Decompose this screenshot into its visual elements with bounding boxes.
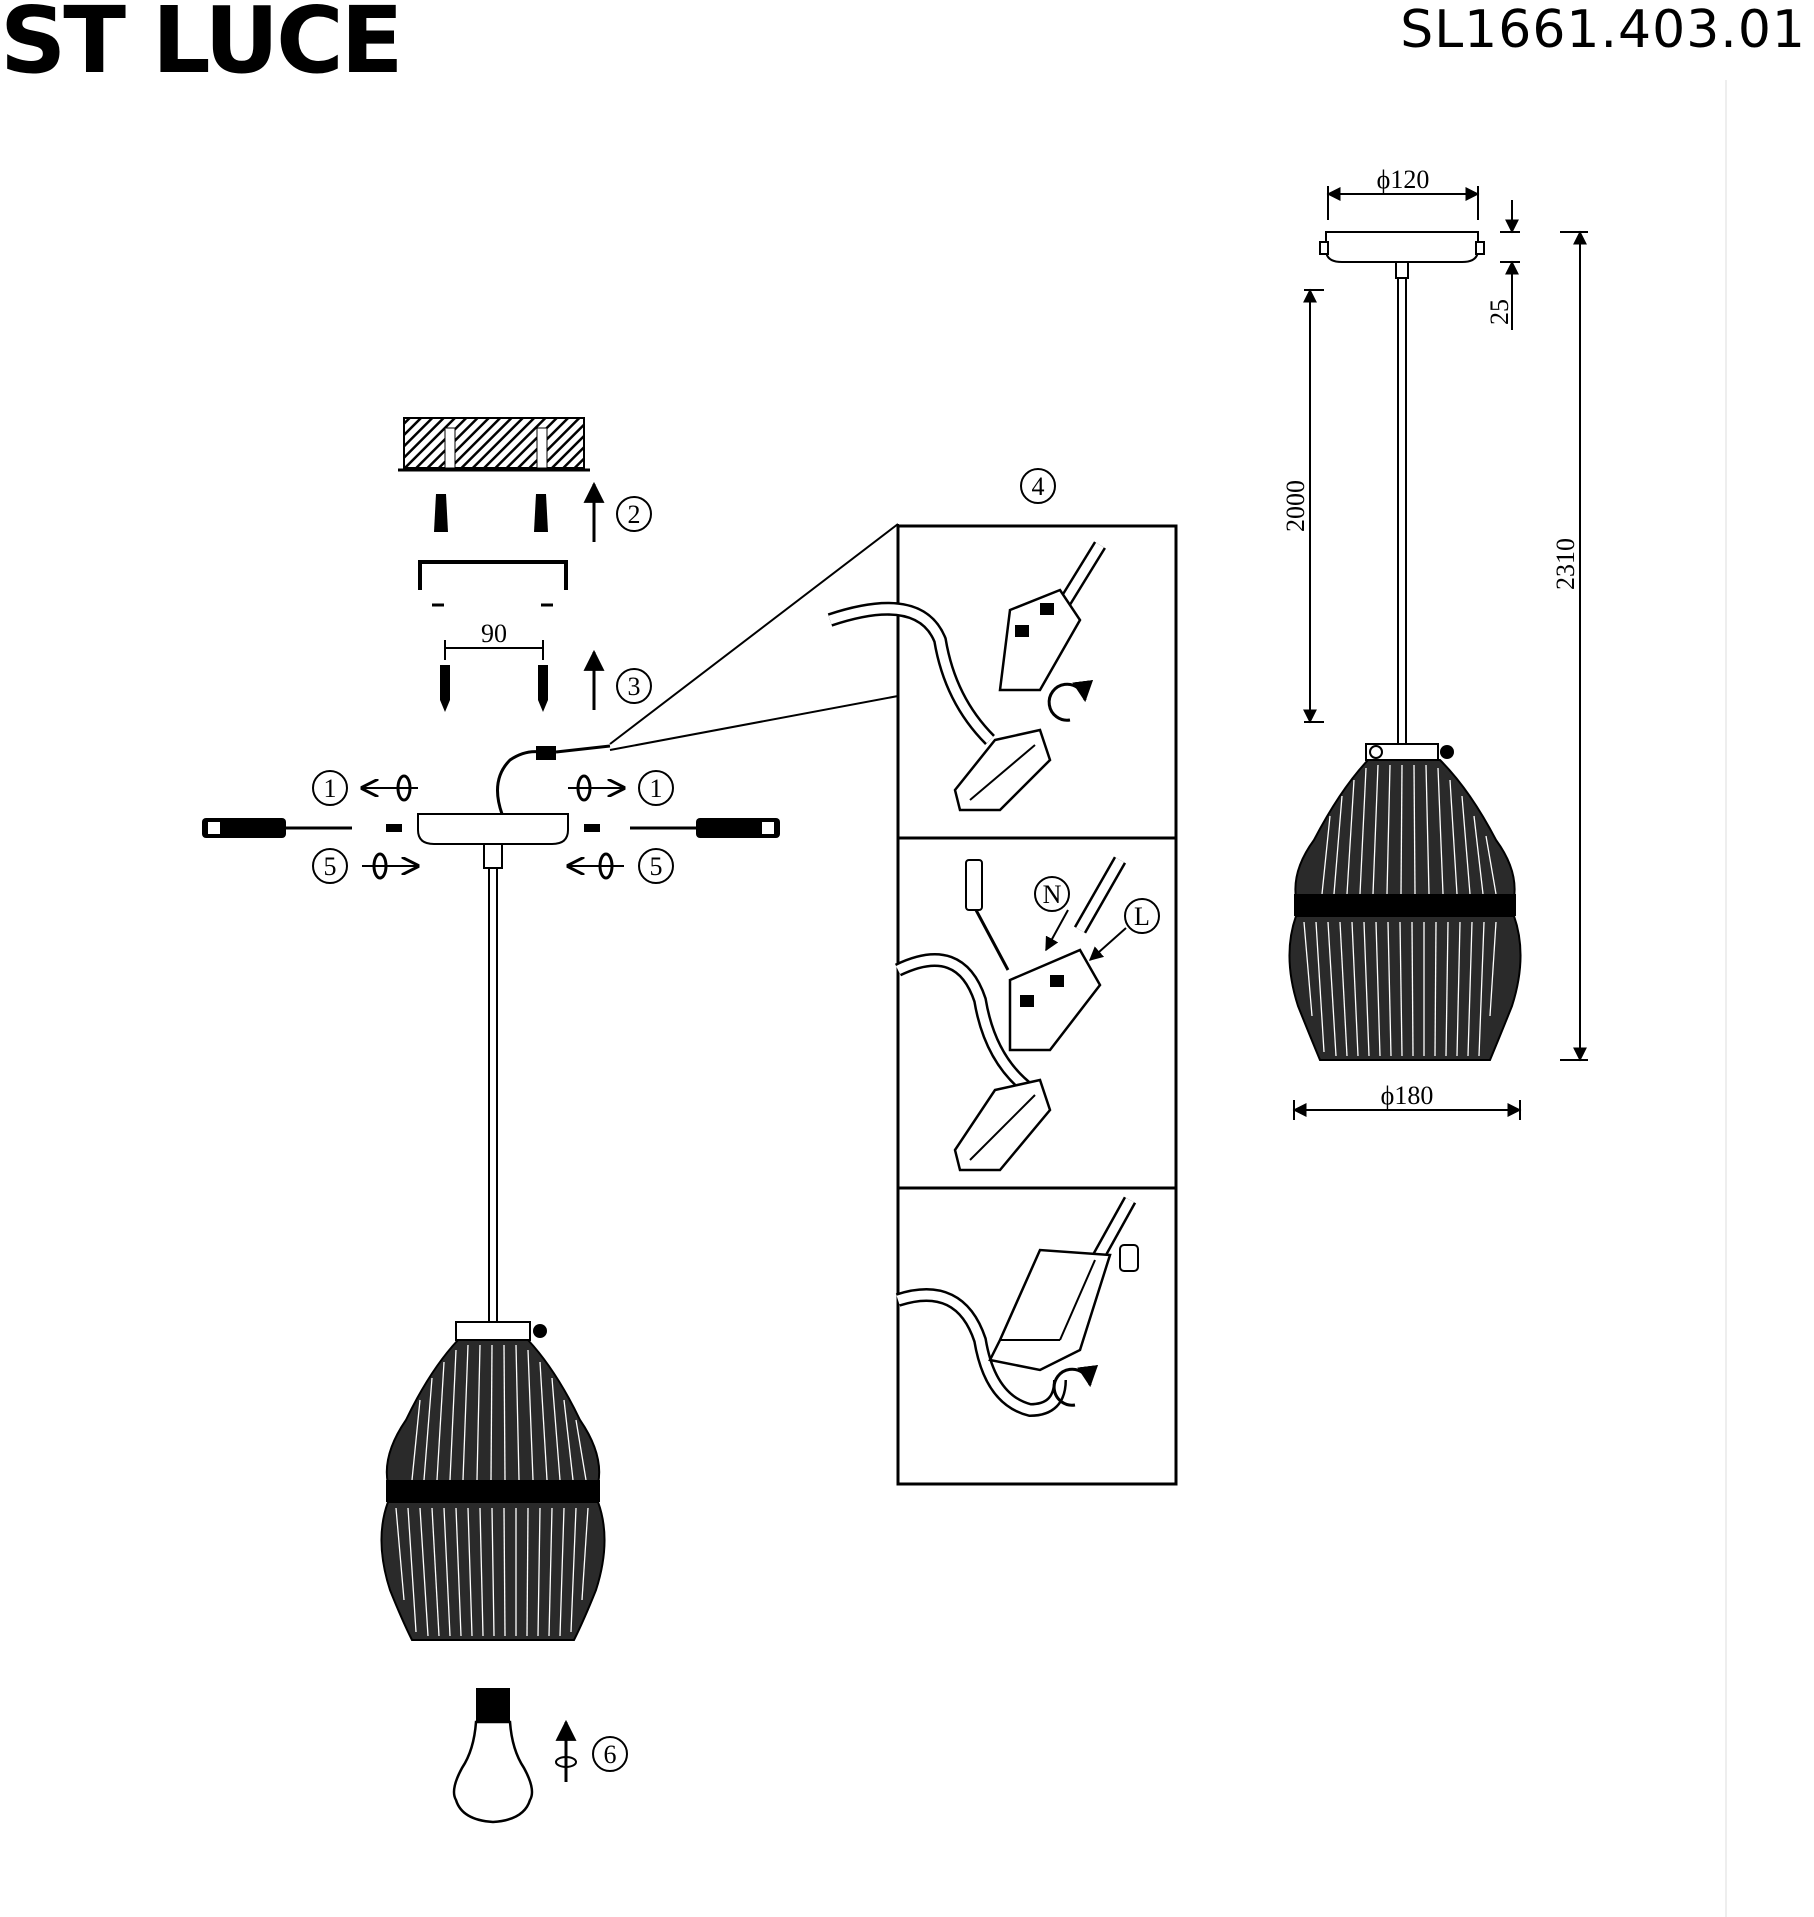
svg-text:6: 6 (604, 1740, 617, 1769)
canopy-side-view (1319, 231, 1485, 279)
step-2-marker: 2 (616, 496, 652, 532)
terminal-connector (536, 744, 611, 760)
model-number: SL1661.403.01 (1400, 0, 1806, 60)
light-bulb-icon (452, 1688, 534, 1824)
rotate-arrow-icon (1047, 679, 1094, 722)
canopy-height-dimension: 25 (1485, 200, 1520, 330)
total-height-dimension: 2310 (1551, 230, 1588, 1062)
screwdriver-small-icon (965, 859, 1010, 971)
set-screw-icon (386, 824, 402, 832)
connector-open-illustration (827, 541, 1106, 812)
svg-text:1: 1 (650, 774, 663, 803)
detail-callout-lines (609, 523, 899, 751)
pendant-cord-side-view (1397, 278, 1407, 744)
mounting-bracket (418, 560, 568, 607)
svg-text:2000: 2000 (1281, 480, 1310, 532)
svg-text:3: 3 (628, 672, 641, 701)
live-label: L (1088, 898, 1160, 961)
cord-length-dimension: 2000 (1281, 288, 1324, 724)
step-1-marker-right: 1 (638, 770, 674, 806)
tighten-arrow-icon (362, 852, 418, 880)
loosen-arrow-icon (568, 774, 624, 802)
wall-plug-icon (434, 494, 548, 532)
step-4-marker: 4 (1020, 468, 1056, 504)
svg-text:25: 25 (1485, 299, 1514, 325)
set-screw-icon (584, 824, 600, 832)
connector-wiring-illustration (894, 856, 1127, 1172)
svg-text:90: 90 (481, 619, 507, 648)
step-1-marker-left: 1 (312, 770, 348, 806)
svg-text:ϕ180: ϕ180 (1381, 1081, 1434, 1110)
mount-spacing-dimension: 90 (444, 619, 544, 660)
svg-text:2310: 2310 (1551, 538, 1580, 590)
screwdriver-right-icon (630, 818, 780, 838)
wiring-detail-panel (896, 524, 1178, 1486)
svg-text:5: 5 (324, 852, 337, 881)
neutral-label: N (1034, 876, 1070, 952)
step-3-marker: 3 (616, 668, 652, 704)
pendant-shade-side-view (1288, 743, 1522, 1061)
screwdriver-left-icon (202, 818, 352, 838)
pendant-shade (380, 1321, 606, 1641)
step-5-marker-left: 5 (312, 848, 348, 884)
rotate-up-arrow-icon (555, 1719, 577, 1782)
brand-logo: ST LUCE (0, 0, 403, 94)
step-6-marker: 6 (592, 1736, 628, 1772)
rotate-arrow-icon (1052, 1364, 1099, 1407)
svg-text:N: N (1043, 880, 1062, 909)
svg-text:2: 2 (628, 500, 641, 529)
loosen-arrow-icon (362, 774, 418, 802)
svg-text:ϕ120: ϕ120 (1377, 165, 1430, 194)
canopy (417, 813, 569, 869)
tighten-arrow-icon (568, 852, 624, 880)
svg-text:1: 1 (324, 774, 337, 803)
shade-diameter-dimension: ϕ180 (1292, 1081, 1522, 1120)
svg-text:4: 4 (1032, 472, 1045, 501)
pendant-cord (488, 868, 498, 1322)
screw-icon (440, 665, 548, 712)
svg-text:L: L (1134, 902, 1150, 931)
canopy-diameter-dimension: ϕ120 (1326, 165, 1480, 220)
connector-closed-illustration (895, 1196, 1139, 1418)
svg-text:5: 5 (650, 852, 663, 881)
ceiling-hatch (398, 417, 590, 472)
supply-cable (496, 750, 541, 815)
step-5-marker-right: 5 (638, 848, 674, 884)
